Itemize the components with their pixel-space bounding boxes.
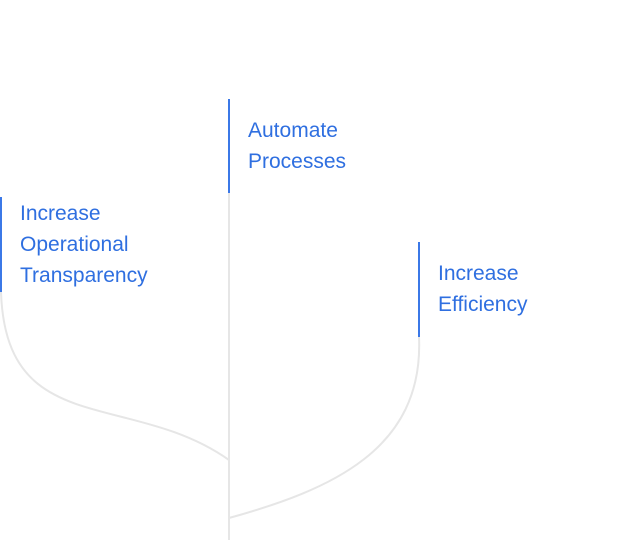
branch-line-transparency <box>0 291 230 461</box>
goal-transparency-line-2: Operational <box>20 233 129 256</box>
goal-efficiency-line-2: Efficiency <box>438 293 528 316</box>
branch-line-efficiency <box>228 336 421 519</box>
goal-transparency-line-3: Transparency <box>20 264 148 287</box>
goal-increase-operational-transparency: Increase Operational Transparency <box>0 197 148 292</box>
goal-transparency-line-1: Increase <box>20 202 101 225</box>
goal-efficiency-line-1: Increase <box>438 262 519 285</box>
goal-automate-line-1: Automate <box>248 119 338 142</box>
goal-increase-efficiency: Increase Efficiency <box>418 242 528 337</box>
goal-automate-processes: Automate Processes <box>228 99 346 193</box>
goal-automate-line-2: Processes <box>248 150 347 173</box>
